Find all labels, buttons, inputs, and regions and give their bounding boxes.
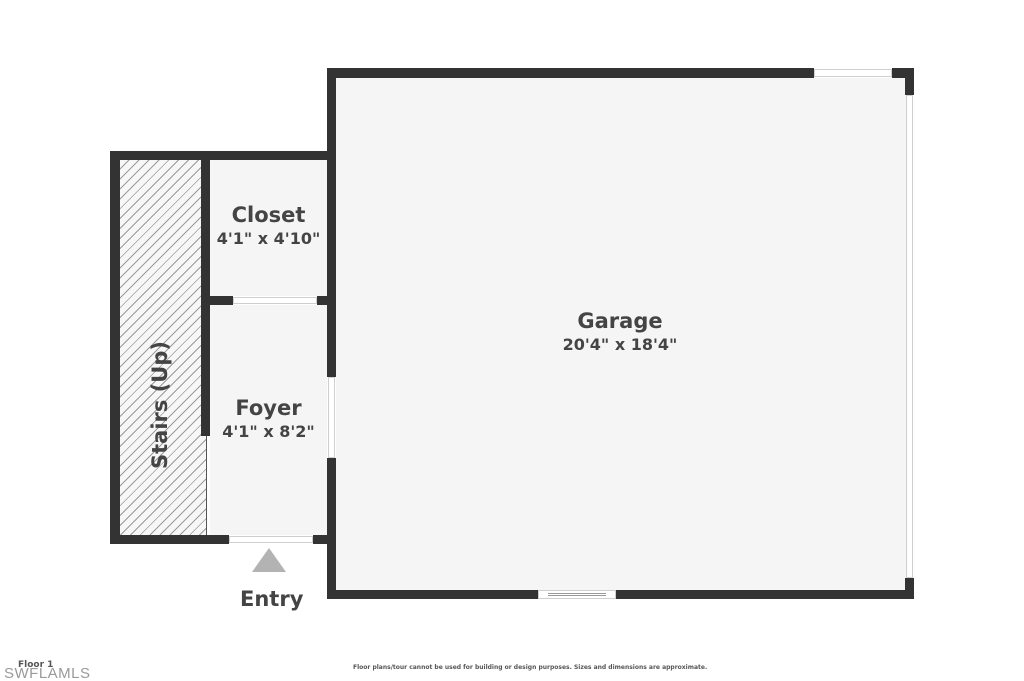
stairs-area — [120, 160, 207, 535]
left-outer-wall — [110, 151, 120, 544]
entry-label: Entry — [240, 587, 304, 611]
foyer-name: Foyer — [235, 396, 302, 420]
bottom-wall-right — [313, 535, 336, 544]
garage-left-wall-bottom — [327, 458, 336, 599]
garage-name: Garage — [577, 309, 663, 333]
stairs-label: Stairs (Up) — [148, 341, 172, 469]
closet-floor — [210, 160, 327, 296]
closet-foyer-wall-right — [317, 296, 336, 305]
watermark: SWFLAMLS — [4, 665, 91, 681]
closet-name: Closet — [231, 203, 306, 227]
garage-door-right — [906, 95, 913, 578]
garage-top-window — [814, 69, 892, 77]
garage-label: Garage 20'4" x 18'4" — [520, 308, 720, 356]
garage-top-right-corner — [892, 68, 914, 78]
garage-bottom-door-panel — [548, 593, 606, 596]
garage-top-wall — [327, 68, 814, 78]
foyer-label: Foyer 4'1" x 8'2" — [205, 395, 332, 443]
disclaimer: Floor plans/tour cannot be used for buil… — [353, 664, 708, 671]
garage-right-wall-top — [905, 68, 914, 95]
closet-foyer-wall-left — [201, 296, 233, 305]
foyer-floor — [210, 305, 327, 535]
garage-floor — [336, 78, 906, 590]
foyer-dims: 4'1" x 8'2" — [222, 422, 315, 441]
garage-bottom-wall-left — [327, 590, 538, 599]
entry-arrow-icon — [252, 548, 286, 572]
closet-dims: 4'1" x 4'10" — [216, 229, 321, 248]
foyer-garage-opening — [328, 377, 335, 458]
closet-label: Closet 4'1" x 4'10" — [205, 202, 332, 250]
left-section-top-wall — [110, 151, 336, 160]
garage-bottom-wall-right — [616, 590, 914, 599]
stairs-closet-divider — [201, 151, 210, 436]
garage-right-wall-bottom — [905, 578, 914, 599]
garage-left-wall-top — [327, 68, 336, 377]
bottom-wall-left — [110, 535, 229, 544]
garage-dims: 20'4" x 18'4" — [562, 335, 678, 354]
garage-bottom-door — [538, 590, 616, 599]
closet-door — [233, 297, 317, 304]
floor-label: Floor 1 — [18, 660, 54, 670]
entry-door — [229, 536, 313, 543]
